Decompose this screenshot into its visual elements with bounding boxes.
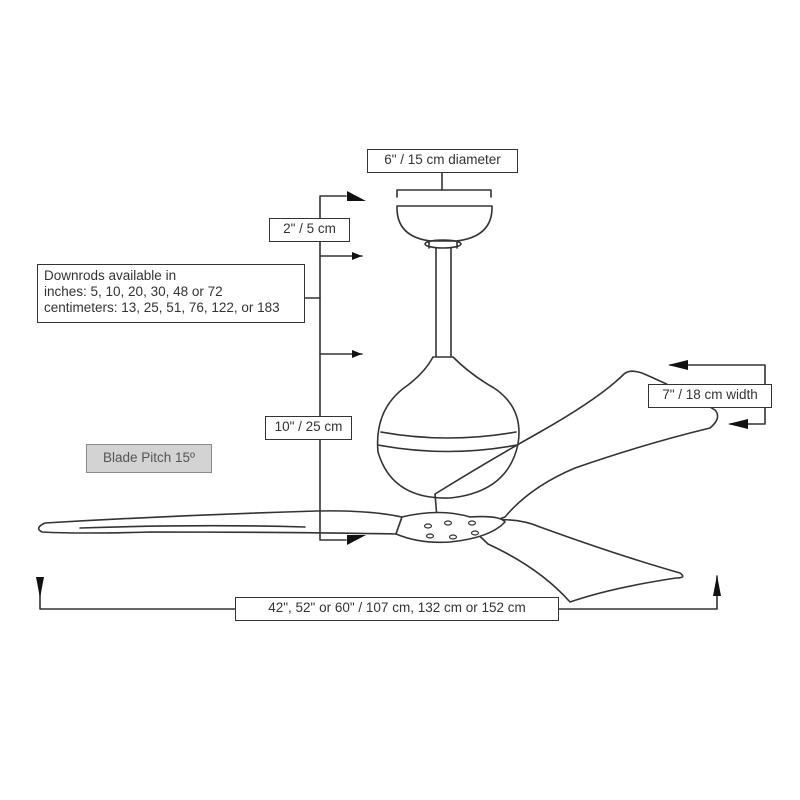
downrod (435, 247, 452, 357)
motor-band (377, 431, 518, 453)
downrods-line-1: Downrods available in (44, 268, 177, 283)
downrods-line-3: centimeters: 13, 25, 51, 76, 122, or 183 (44, 300, 280, 315)
vertical-dimension-rail (303, 195, 363, 541)
fan-span-label: 42", 52" or 60" / 107 cm, 132 cm or 152 … (235, 597, 559, 621)
motor-height-label: 10" / 25 cm (265, 416, 352, 440)
left-blade (37, 510, 403, 535)
canopy-diameter-bracket (396, 171, 492, 198)
dimension-arrows (36, 191, 748, 598)
right-front-blade (466, 518, 684, 603)
canopy (396, 205, 493, 242)
downrods-line-2: inches: 5, 10, 20, 30, 48 or 72 (44, 284, 223, 299)
blade-pitch-label: Blade Pitch 15º (86, 444, 212, 473)
canopy-height-label: 2" / 5 cm (269, 218, 350, 242)
hub-screws (423, 520, 480, 540)
downrods-info-box: Downrods available in inches: 5, 10, 20,… (37, 264, 305, 323)
upper-right-blade (434, 370, 719, 531)
motor-housing (376, 356, 520, 499)
canopy-collar (424, 239, 462, 249)
blade-width-label: 7" / 18 cm width (648, 384, 772, 408)
canopy-diameter-label: 6" / 15 cm diameter (367, 149, 518, 173)
